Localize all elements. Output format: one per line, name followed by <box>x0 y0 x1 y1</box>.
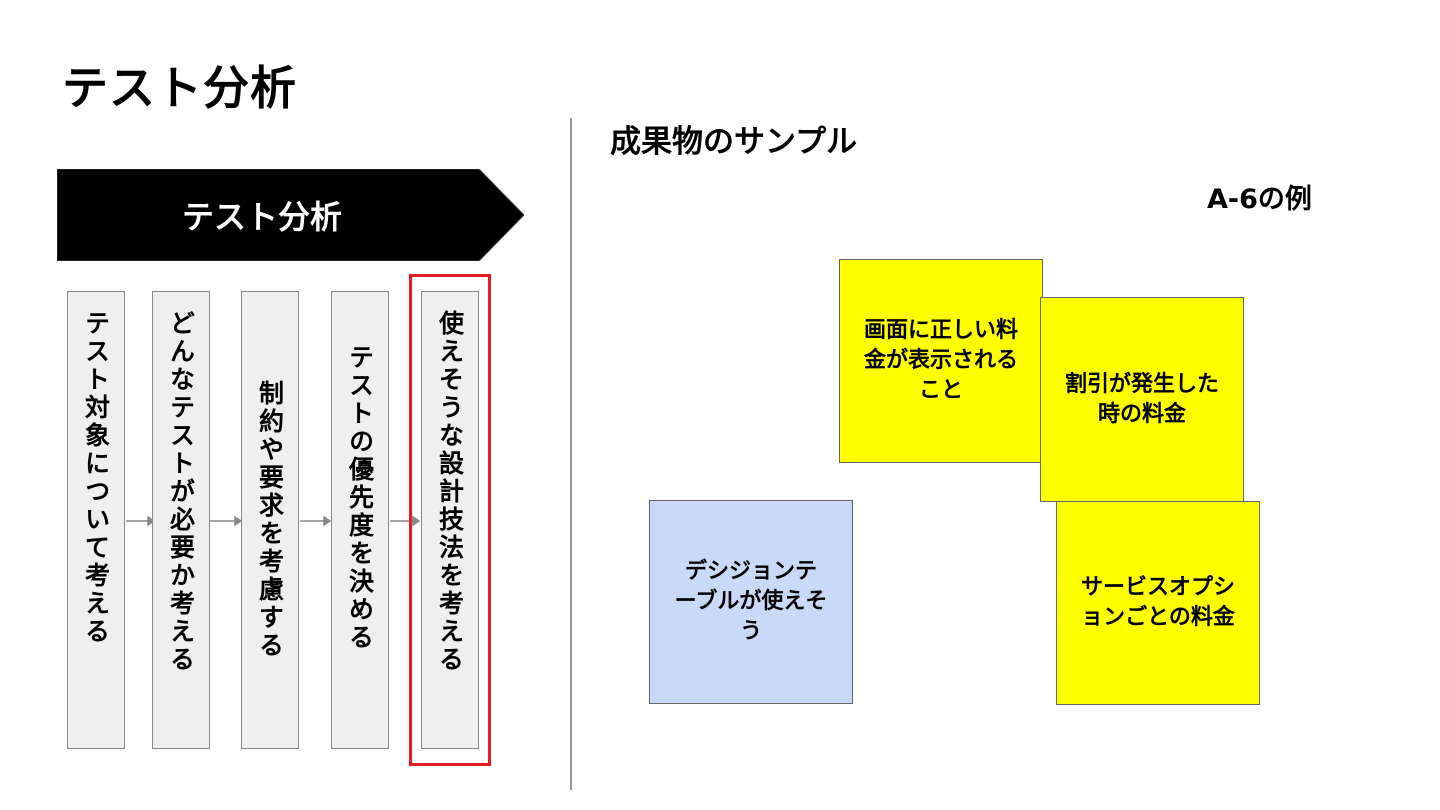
process-step-3-label: 制約や要求を考慮する <box>255 380 285 660</box>
step-connectors <box>126 515 420 527</box>
slide-title: テスト分析 <box>62 61 297 115</box>
process-step-3: 制約や要求を考慮する <box>241 291 299 749</box>
process-banner-arrow <box>57 169 524 261</box>
process-step-4-label: テストの優先度を決める <box>345 344 375 652</box>
process-step-5-label: 使えそうな設計技法を考える <box>435 310 465 674</box>
sticky-note-3: デシジョンテーブルが使えそう <box>649 500 853 704</box>
vertical-divider <box>570 118 572 790</box>
sticky-note-4-text: サービスオプションごとの料金 <box>1080 575 1235 630</box>
process-step-1: テスト対象について考える <box>67 291 125 749</box>
highlighted-step-frame <box>409 274 491 766</box>
process-step-4: テストの優先度を決める <box>331 291 389 749</box>
process-step-1-label: テスト対象について考える <box>81 310 111 646</box>
process-step-2-label: どんなテストが必要か考える <box>166 310 196 674</box>
sticky-note-2: 割引が発生した時の料金 <box>1040 297 1244 502</box>
sticky-note-4: サービスオプションごとの料金 <box>1056 501 1260 705</box>
sticky-note-1: 画面に正しい料金が表示されること <box>839 259 1043 463</box>
sticky-note-1-text: 画面に正しい料金が表示されること <box>863 318 1018 403</box>
process-step-5: 使えそうな設計技法を考える <box>421 291 479 749</box>
example-label: A-6の例 <box>1207 184 1312 215</box>
sticky-note-3-text: デシジョンテーブルが使えそう <box>674 559 828 644</box>
process-banner-label: テスト分析 <box>181 198 342 236</box>
sticky-note-2-text: 割引が発生した時の料金 <box>1064 371 1219 427</box>
section-subtitle: 成果物のサンプル <box>610 124 858 160</box>
process-step-2: どんなテストが必要か考える <box>152 291 210 749</box>
